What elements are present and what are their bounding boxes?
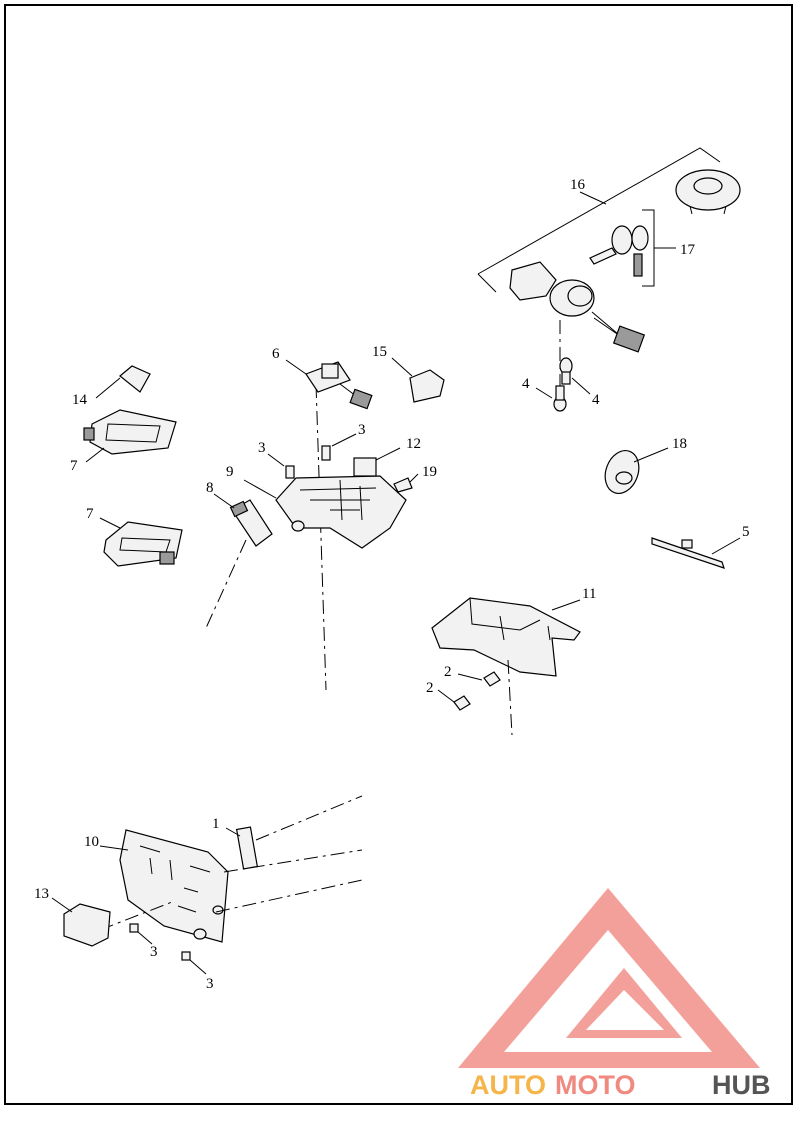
callout-4: 4 [522,376,530,392]
callout-19: 19 [422,464,437,480]
callout-labels: 16 17 4 4 18 5 11 2 2 6 15 3 3 12 19 9 8… [34,177,750,992]
callout-3: 3 [358,422,366,438]
callout-3: 3 [206,976,214,992]
logo-word-auto: AUTO [470,1070,546,1100]
callout-14: 14 [72,392,88,408]
logo-word-moto: MOTO [555,1070,636,1100]
callout-16: 16 [570,177,586,193]
mounting-bracket [205,357,445,691]
callout-11: 11 [582,586,596,602]
control-modules [83,365,183,567]
callout-18: 18 [672,436,687,452]
diagram-frame [4,4,793,1105]
callout-13: 13 [34,886,49,902]
callout-8: 8 [206,480,214,496]
callout-1: 1 [212,816,220,832]
cover-assembly [431,597,581,736]
callout-12: 12 [406,436,421,452]
ignition-switch-group [477,147,741,412]
callout-9: 9 [226,464,234,480]
callout-4: 4 [592,392,600,408]
key-fob [604,447,669,494]
callout-3: 3 [150,944,158,960]
callout-17: 17 [680,242,696,258]
logo-word-hub: HUB [712,1070,771,1100]
lower-plate-group [51,795,363,975]
callout-7: 7 [70,458,78,474]
callout-10: 10 [84,834,99,850]
callout-2: 2 [426,680,434,696]
antenna-wire [651,537,741,569]
automotohub-logo: AUTO MOTO HUB [458,888,771,1100]
callout-6: 6 [272,346,280,362]
callout-15: 15 [372,344,387,360]
callout-7: 7 [86,506,94,522]
callout-2: 2 [444,664,452,680]
callout-5: 5 [742,524,750,540]
callout-3: 3 [258,440,266,456]
